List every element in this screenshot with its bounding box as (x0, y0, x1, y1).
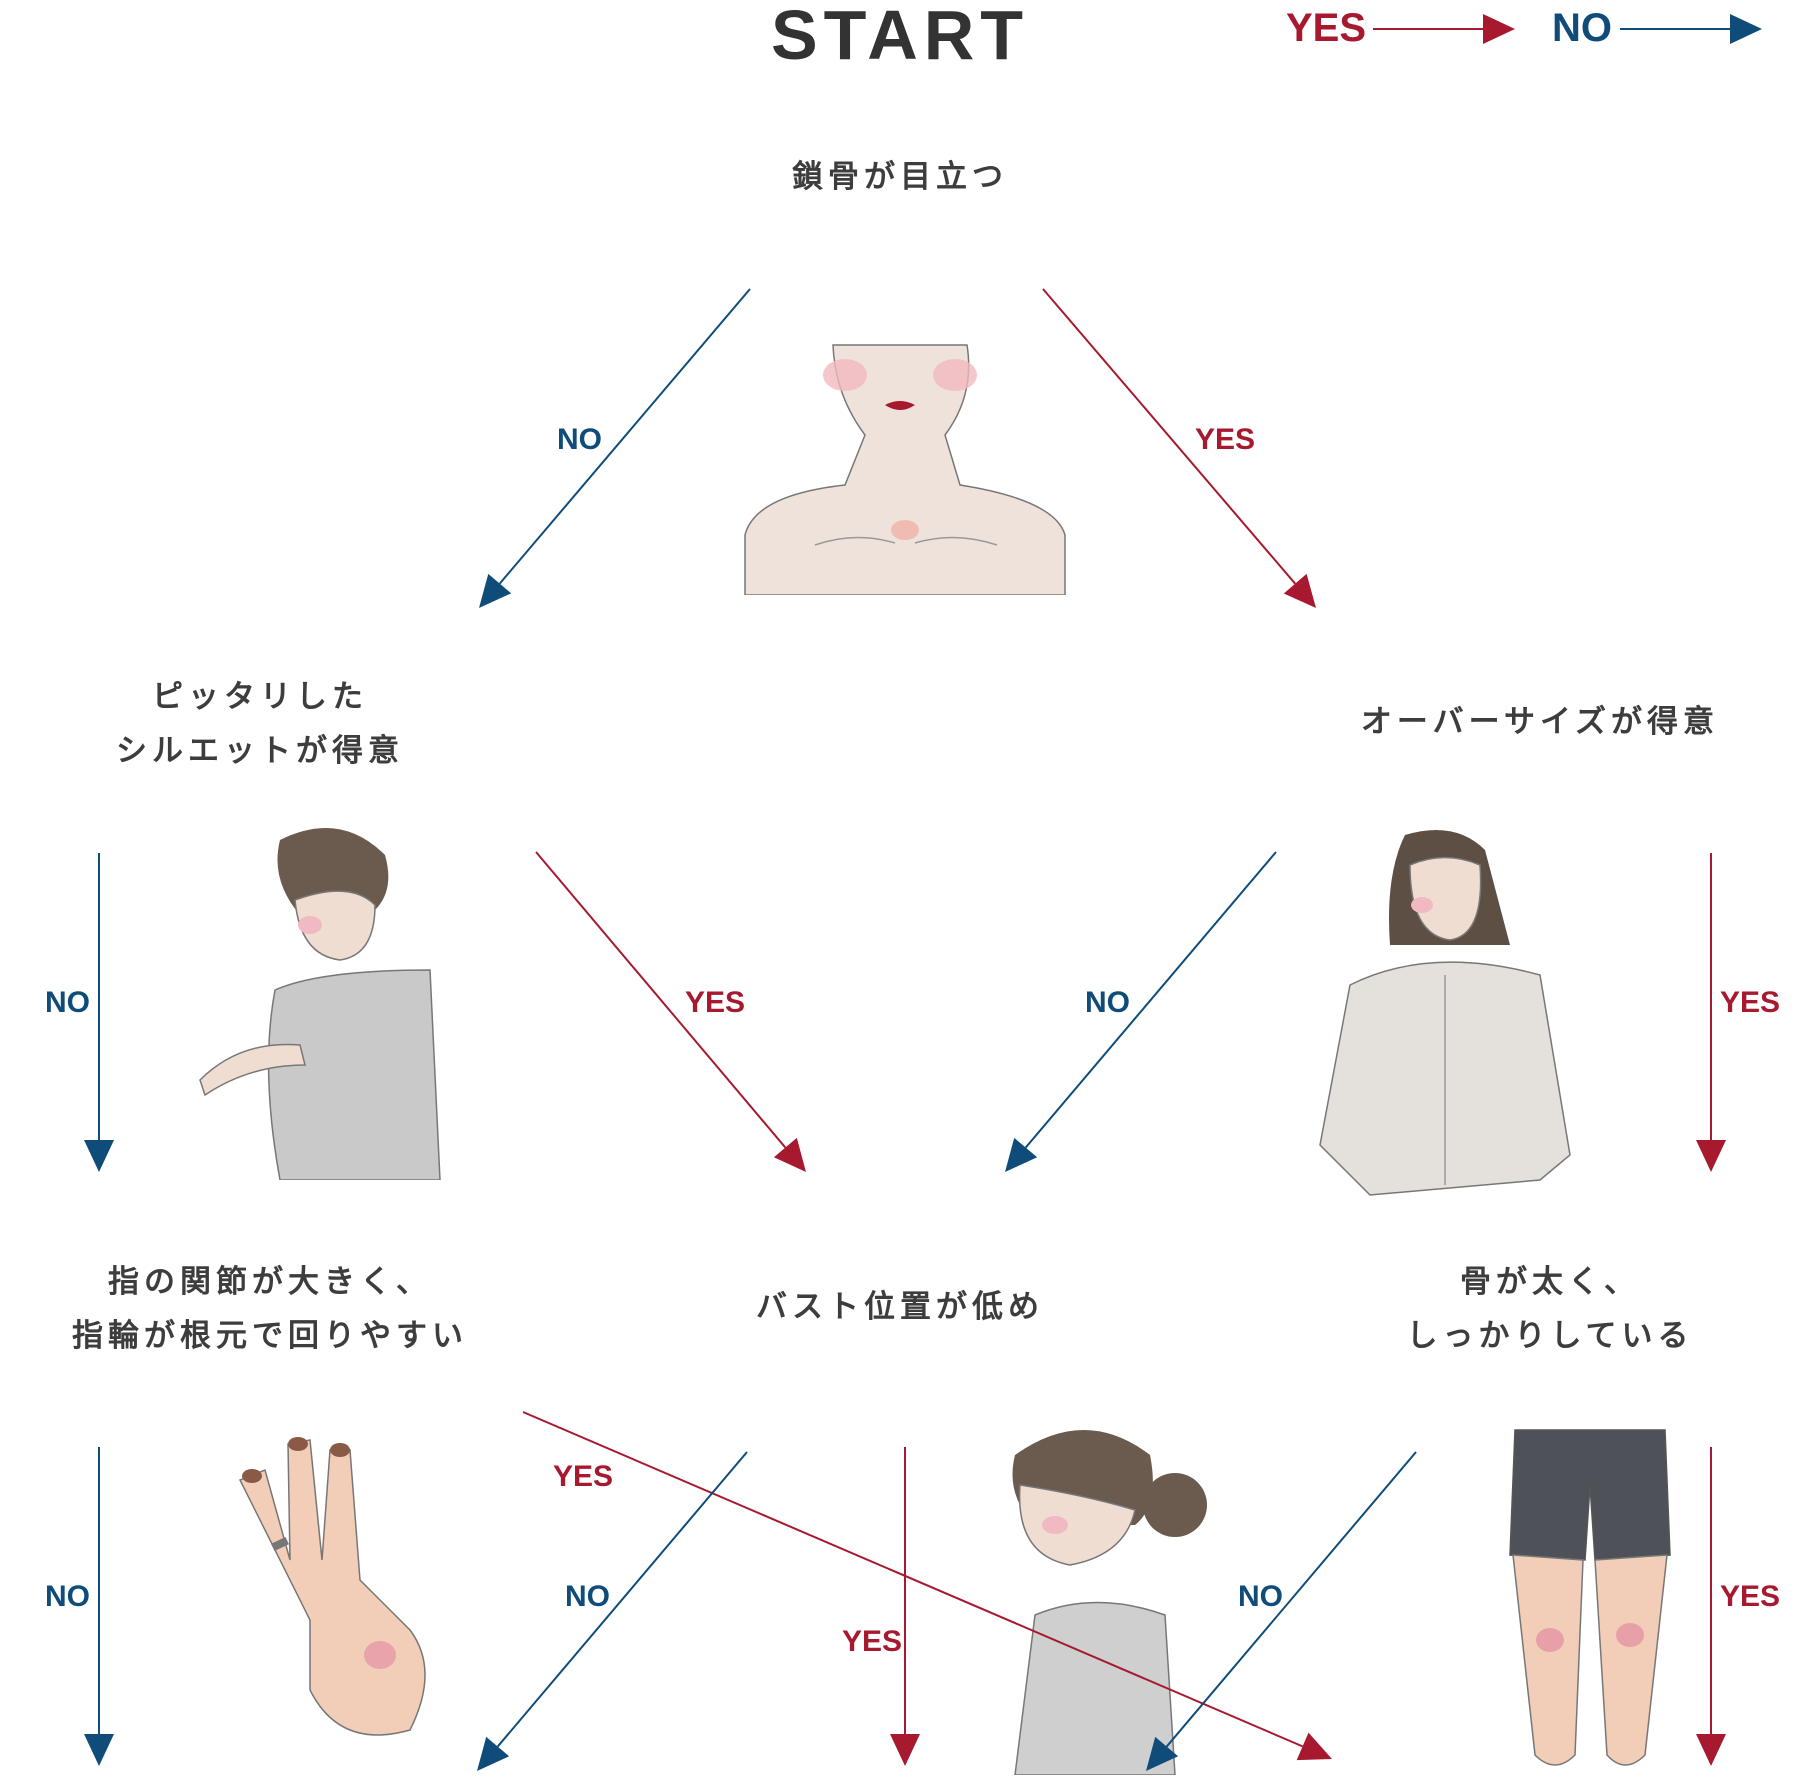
arrow-q4-yes (522, 1411, 1332, 1761)
arrow-label-q4-no: NO (45, 1580, 90, 1613)
arrow-label-q1-no: NO (557, 423, 602, 456)
legend-yes-label: YES (1286, 6, 1367, 50)
long-hair-shirt-person-illustration (1319, 830, 1571, 1196)
arrow-label-q5-no: NO (565, 1580, 610, 1613)
arrow-q3-yes (1696, 853, 1726, 1172)
node-line: 骨が太く、 (1460, 1264, 1640, 1300)
arrow-label-q5-yes: YES (842, 1625, 903, 1658)
arrow-q1-yes (1042, 288, 1316, 608)
node-line: ピッタリした (152, 679, 368, 715)
node-line: バスト位置が低め (756, 1289, 1044, 1325)
arrow-q1-no (479, 288, 751, 608)
arrow-label-q3-yes: YES (1720, 986, 1781, 1019)
node-line: 指の関節が大きく、 (108, 1264, 432, 1300)
arrow-label-q6-yes: YES (1720, 1580, 1781, 1613)
arrow-label-q1-yes: YES (1195, 423, 1256, 456)
arrow-q4-no (84, 1447, 114, 1766)
node-line: しっかりしている (1406, 1318, 1694, 1354)
arrow-label-q2-no: NO (45, 986, 90, 1019)
node-line: 指輪が根元で回りやすい (72, 1318, 468, 1354)
node-line: 鎖骨が目立つ (792, 159, 1008, 195)
question-node-collarbone: 鎖骨が目立つ (690, 150, 1110, 204)
arrow-q6-yes (1696, 1447, 1726, 1766)
short-hair-person-illustration (199, 828, 441, 1180)
question-node-thick-bones: 骨が太く、 しっかりしている (1330, 1255, 1770, 1363)
arrow-q6-no (1146, 1451, 1417, 1771)
hand-illustration (238, 1437, 426, 1736)
arrow-label-q3-no: NO (1085, 986, 1130, 1019)
question-node-oversize: オーバーサイズが得意 (1300, 695, 1780, 749)
legend-yes-arrow (1373, 14, 1515, 44)
arrow-label-q6-no: NO (1238, 1580, 1283, 1613)
start-title: START (770, 0, 1030, 74)
question-node-low-bust: バスト位置が低め (690, 1280, 1110, 1334)
question-node-finger-joints: 指の関節が大きく、 指輪が根元で回りやすい (30, 1255, 510, 1363)
legend-no-arrow (1620, 14, 1762, 44)
arrow-label-q4-yes: YES (553, 1460, 614, 1493)
neck-illustration (744, 344, 1066, 595)
legend-no-label: NO (1552, 6, 1612, 50)
arrow-label-q2-yes: YES (685, 986, 746, 1019)
arrow-q2-yes (535, 851, 806, 1172)
arrow-q2-no (84, 853, 114, 1172)
arrow-q5-no (477, 1451, 748, 1771)
question-node-fitted-silhouette: ピッタリした シルエットが得意 (60, 670, 460, 778)
node-line: オーバーサイズが得意 (1360, 704, 1720, 740)
arrow-q3-no (1005, 851, 1277, 1172)
bun-hair-person-illustration (1012, 1430, 1207, 1775)
legs-illustration (1509, 1429, 1671, 1766)
arrow-q5-yes (890, 1447, 920, 1766)
node-line: シルエットが得意 (116, 733, 404, 769)
